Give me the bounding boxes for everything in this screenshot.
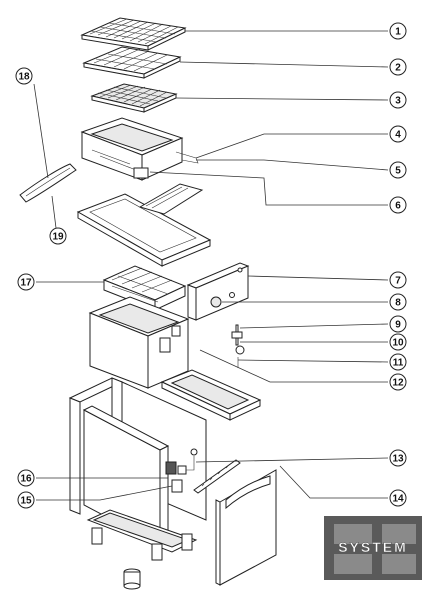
part-control-panel [186, 262, 250, 321]
svg-text:4: 4 [395, 130, 401, 141]
svg-text:8: 8 [395, 298, 401, 309]
callout-15: 15 [17, 491, 35, 509]
callout-7: 7 [389, 271, 407, 289]
callout-1: 1 [389, 22, 407, 40]
part-flat-pan [76, 183, 212, 267]
svg-text:12: 12 [392, 378, 404, 389]
callout-17: 17 [17, 273, 35, 291]
callout-16: 16 [17, 469, 35, 487]
svg-text:18: 18 [18, 72, 30, 83]
part-cabinet-frame [86, 509, 198, 561]
svg-text:3: 3 [395, 96, 401, 107]
callout-3: 3 [389, 91, 407, 109]
part-foot [123, 568, 141, 590]
part-grate-lower [90, 83, 178, 113]
callout-19: 19 [49, 227, 67, 245]
svg-text:5: 5 [395, 166, 401, 177]
part-thermostat [231, 324, 245, 368]
part-bracket-strip [193, 459, 241, 494]
system-logo: SYSTEM [324, 516, 422, 580]
part-basin-tray [80, 117, 199, 181]
callout-14: 14 [389, 489, 407, 507]
callout-5: 5 [389, 161, 407, 179]
svg-text:2: 2 [395, 63, 401, 74]
callout-18: 18 [15, 67, 33, 85]
part-scraper [19, 163, 77, 203]
svg-text:7: 7 [395, 276, 401, 287]
part-grate-middle [82, 46, 182, 79]
callout-13: 13 [389, 449, 407, 467]
svg-text:15: 15 [20, 496, 32, 507]
svg-text:13: 13 [392, 454, 404, 465]
svg-text:1: 1 [395, 27, 401, 38]
part-cabinet-side-panel [82, 405, 170, 546]
callout-6: 6 [389, 196, 407, 214]
svg-text:9: 9 [395, 320, 401, 331]
svg-text:19: 19 [52, 232, 64, 243]
svg-text:10: 10 [392, 338, 404, 349]
part-door [215, 469, 277, 586]
callout-10: 10 [389, 333, 407, 351]
leader-lines [33, 30, 389, 501]
part-drip-pan [160, 369, 262, 421]
callout-12: 12 [389, 373, 407, 391]
svg-text:SYSTEM: SYSTEM [338, 539, 408, 555]
svg-text:16: 16 [20, 474, 32, 485]
callout-11: 11 [389, 353, 407, 371]
part-grate-top [80, 17, 187, 51]
svg-text:17: 17 [20, 278, 32, 289]
svg-text:6: 6 [395, 201, 401, 212]
svg-text:11: 11 [393, 358, 404, 369]
part-tank-body [88, 296, 190, 389]
callout-9: 9 [389, 315, 407, 333]
svg-text:14: 14 [392, 494, 404, 505]
callout-4: 4 [389, 125, 407, 143]
callout-2: 2 [389, 58, 407, 76]
callout-8: 8 [389, 293, 407, 311]
